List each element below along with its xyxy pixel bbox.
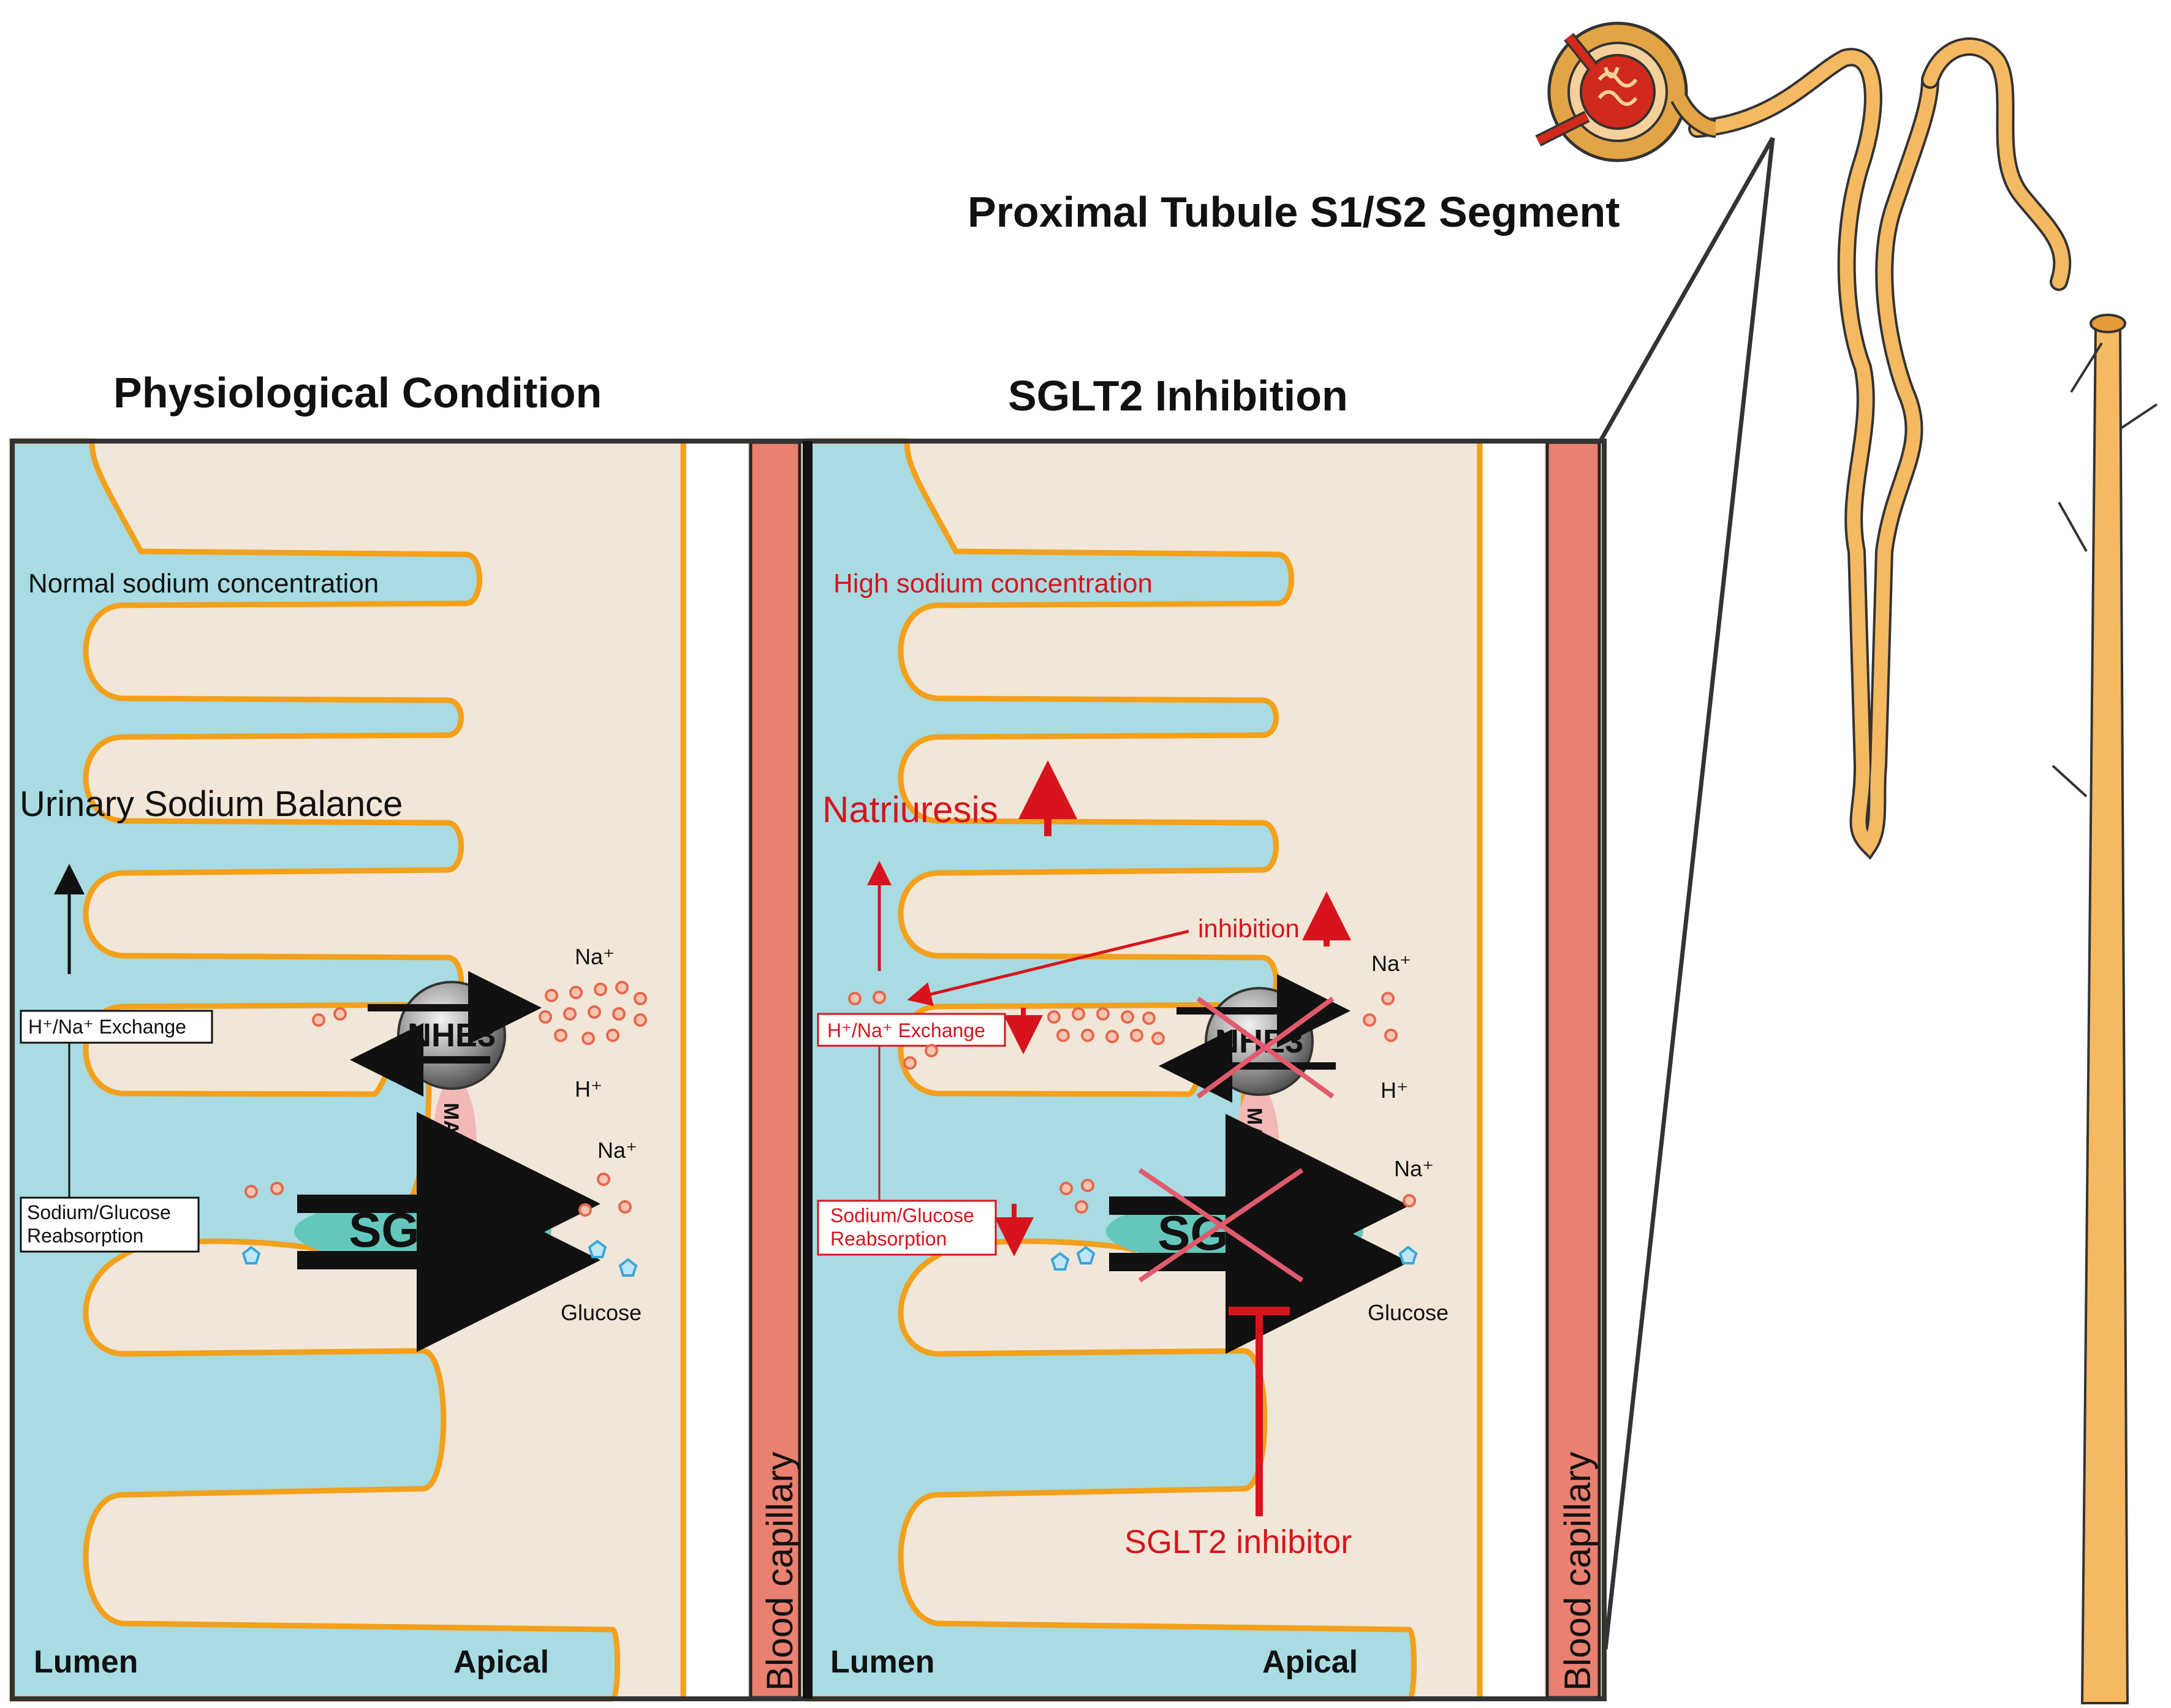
nhe3-cross-icon xyxy=(1196,996,1335,1099)
left-reabsorption-line1: Sodium/Glucose xyxy=(27,1201,171,1223)
left-panel-title: Physiological Condition xyxy=(113,369,602,417)
left-reabsorption-line2: Reabsorption xyxy=(27,1225,143,1247)
right-apical-label: Apical xyxy=(1262,1644,1358,1680)
right-capillary-label: Blood capillary xyxy=(1557,1452,1598,1691)
left-h-plus: H⁺ xyxy=(575,1076,602,1102)
left-capillary-label: Blood capillary xyxy=(759,1452,800,1691)
inhibition-label: inhibition xyxy=(1198,914,1300,943)
natriuresis-label: Natriuresis xyxy=(822,789,998,830)
right-reabsorption-line1: Sodium/Glucose xyxy=(830,1204,974,1226)
left-panel: Blood capillary Normal sodium concentrat… xyxy=(9,438,809,1702)
right-na-bottom: Na⁺ xyxy=(1394,1156,1434,1181)
right-panel-title: SGLT2 Inhibition xyxy=(1008,372,1348,420)
left-sodium-text: Normal sodium concentration xyxy=(28,569,379,599)
right-exchange-box xyxy=(817,1013,1006,1047)
zoom-line xyxy=(1597,137,1775,444)
left-na-top: Na⁺ xyxy=(575,944,615,969)
right-h-plus: H⁺ xyxy=(1381,1078,1408,1103)
segment-title: Proximal Tubule S1/S2 Segment xyxy=(968,188,1620,236)
right-glucose: Glucose xyxy=(1368,1300,1449,1325)
left-nhe3-label: NHE3 xyxy=(407,1017,496,1054)
inhibition-arrow xyxy=(907,929,1189,1007)
right-capillary xyxy=(1545,440,1601,1699)
sglt2-cross-icon xyxy=(1138,1168,1304,1283)
left-na-bottom: Na⁺ xyxy=(597,1138,637,1163)
left-apical-label: Apical xyxy=(453,1644,549,1680)
left-map17-label: MAP17 xyxy=(439,1103,463,1172)
left-sglt2-label: SGLT2 xyxy=(349,1203,503,1257)
left-exchange-box xyxy=(20,1010,213,1044)
right-exchange-label: H⁺/Na⁺ Exchange xyxy=(827,1019,985,1041)
left-lumen-label: Lumen xyxy=(34,1644,138,1680)
nephron-illustration xyxy=(1535,21,2158,1704)
left-reabsorption-box xyxy=(20,1196,200,1253)
right-reabsorption-line2: Reabsorption xyxy=(830,1228,947,1250)
right-lumen-label: Lumen xyxy=(830,1644,934,1680)
inhibitor-label: SGLT2 inhibitor xyxy=(1124,1524,1352,1560)
left-balance-text: Urinary Sodium Balance xyxy=(20,784,403,824)
right-sodium-text: High sodium concentration xyxy=(833,569,1153,599)
left-exchange-label: H⁺/Na⁺ Exchange xyxy=(28,1016,186,1038)
right-na-top: Na⁺ xyxy=(1371,951,1411,976)
zoom-line xyxy=(1603,137,1775,1650)
right-map17-label: MAP17 xyxy=(1243,1108,1266,1177)
right-panel: Blood capillary High sodium concentratio… xyxy=(805,438,1604,1702)
left-glucose: Glucose xyxy=(561,1300,642,1325)
